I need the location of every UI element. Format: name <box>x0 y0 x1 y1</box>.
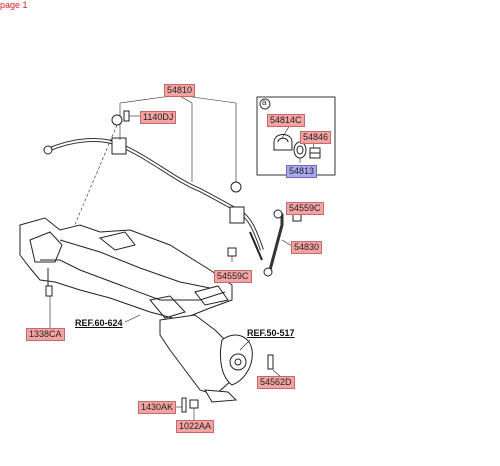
part-54810-label[interactable]: 54810 <box>164 84 196 97</box>
page-label: page 1 <box>0 0 28 10</box>
inset-bushing-drawing <box>293 141 307 159</box>
a-marker-2 <box>230 181 242 193</box>
inset-nut-drawing <box>309 147 321 159</box>
part-1140dj-label[interactable]: 1140DJ <box>140 111 177 124</box>
part-54814c-label[interactable]: 54814C <box>267 114 305 127</box>
bolt-54562d-drawing <box>267 354 283 379</box>
bolt-1430ak-drawing <box>176 397 187 413</box>
nut-1022aa-drawing <box>189 399 199 420</box>
part-54830-label[interactable]: 54830 <box>291 241 323 254</box>
part-1022aa-label[interactable]: 1022AA <box>176 420 215 433</box>
nut-54559c-bottom-drawing <box>227 247 237 257</box>
stabilizer-link-drawing <box>249 209 284 277</box>
a-marker-1 <box>111 114 123 126</box>
inset-a-marker <box>259 98 271 110</box>
subframe-drawing <box>19 217 233 321</box>
part-54562d-label[interactable]: 54562D <box>257 376 295 389</box>
inset-letter: a <box>262 98 267 107</box>
part-1338ca-label[interactable]: 1338CA <box>26 328 65 341</box>
part-54559c-bottom-label[interactable]: 54559C <box>214 270 252 283</box>
bolt-1140dj-drawing <box>123 110 140 122</box>
stabilizer-bar-drawing <box>43 137 264 251</box>
part-54813-label[interactable]: 54813 <box>286 165 318 178</box>
lower-arm-knuckle-drawing <box>159 314 253 403</box>
ref-50-517-link[interactable]: REF.50-517 <box>247 328 295 338</box>
part-1430ak-label[interactable]: 1430AK <box>138 401 177 414</box>
part-54559c-top-label[interactable]: 54559C <box>286 202 324 215</box>
inset-bracket-drawing <box>273 134 293 151</box>
part-54846-label[interactable]: 54846 <box>300 131 332 144</box>
ref-60-624-link[interactable]: REF.60-624 <box>75 318 123 328</box>
